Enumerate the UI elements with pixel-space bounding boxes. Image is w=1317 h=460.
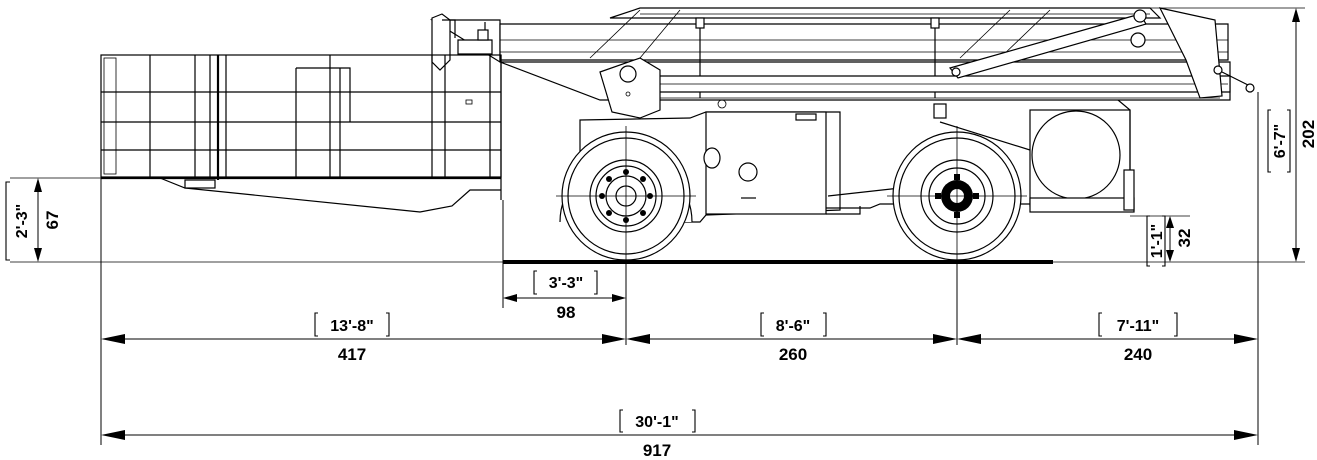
dimension-platform-to-front-axle: 13'-8" 417	[101, 312, 626, 364]
dimension-ground-clearance-imperial: 1'-1"	[1149, 224, 1166, 259]
dimension-rear-overhang: 7'-11" 240	[957, 312, 1258, 364]
dimension-wheelbase: 8'-6" 260	[626, 312, 957, 364]
dimension-platform-height-metric: 67	[43, 211, 62, 230]
dimension-platform-to-front-axle-metric: 417	[338, 345, 366, 364]
dimension-overall-height-imperial: 6'-7"	[1272, 124, 1289, 159]
dimension-ground-clearance-metric: 32	[1175, 229, 1194, 248]
dimension-wheelbase-metric: 260	[779, 345, 807, 364]
dimension-front-overhang-offset-imperial: 3'-3"	[549, 275, 584, 292]
dimension-wheelbase-imperial: 8'-6"	[776, 318, 811, 335]
dimension-ground-clearance: 1'-1" 32	[1146, 215, 1194, 267]
dimension-platform-height: 2'-3" 67	[5, 178, 62, 262]
dimension-overall-length-metric: 917	[643, 441, 671, 460]
front-wheel	[556, 126, 696, 266]
dimension-overall-height-metric: 202	[1299, 120, 1317, 148]
dimension-platform-to-front-axle-imperial: 13'-8"	[330, 318, 373, 335]
platform-basket	[100, 54, 502, 213]
boom	[429, 7, 1255, 119]
dimension-overall-length-imperial: 30'-1"	[635, 414, 678, 431]
extension-lines	[10, 7, 1305, 445]
dimension-platform-height-imperial: 2'-3"	[14, 204, 31, 239]
dimension-overall-height: 6'-7" 202	[1267, 8, 1317, 262]
machine-side-view	[100, 7, 1255, 266]
dimension-rear-overhang-metric: 240	[1124, 345, 1152, 364]
dimension-rear-overhang-imperial: 7'-11"	[1117, 318, 1160, 335]
dimension-overall-length: 30'-1" 917	[101, 409, 1258, 460]
rear-wheel	[887, 126, 1027, 266]
dimension-front-overhang-offset: 3'-3" 98	[503, 270, 626, 322]
dimension-front-overhang-offset-metric: 98	[557, 303, 576, 322]
